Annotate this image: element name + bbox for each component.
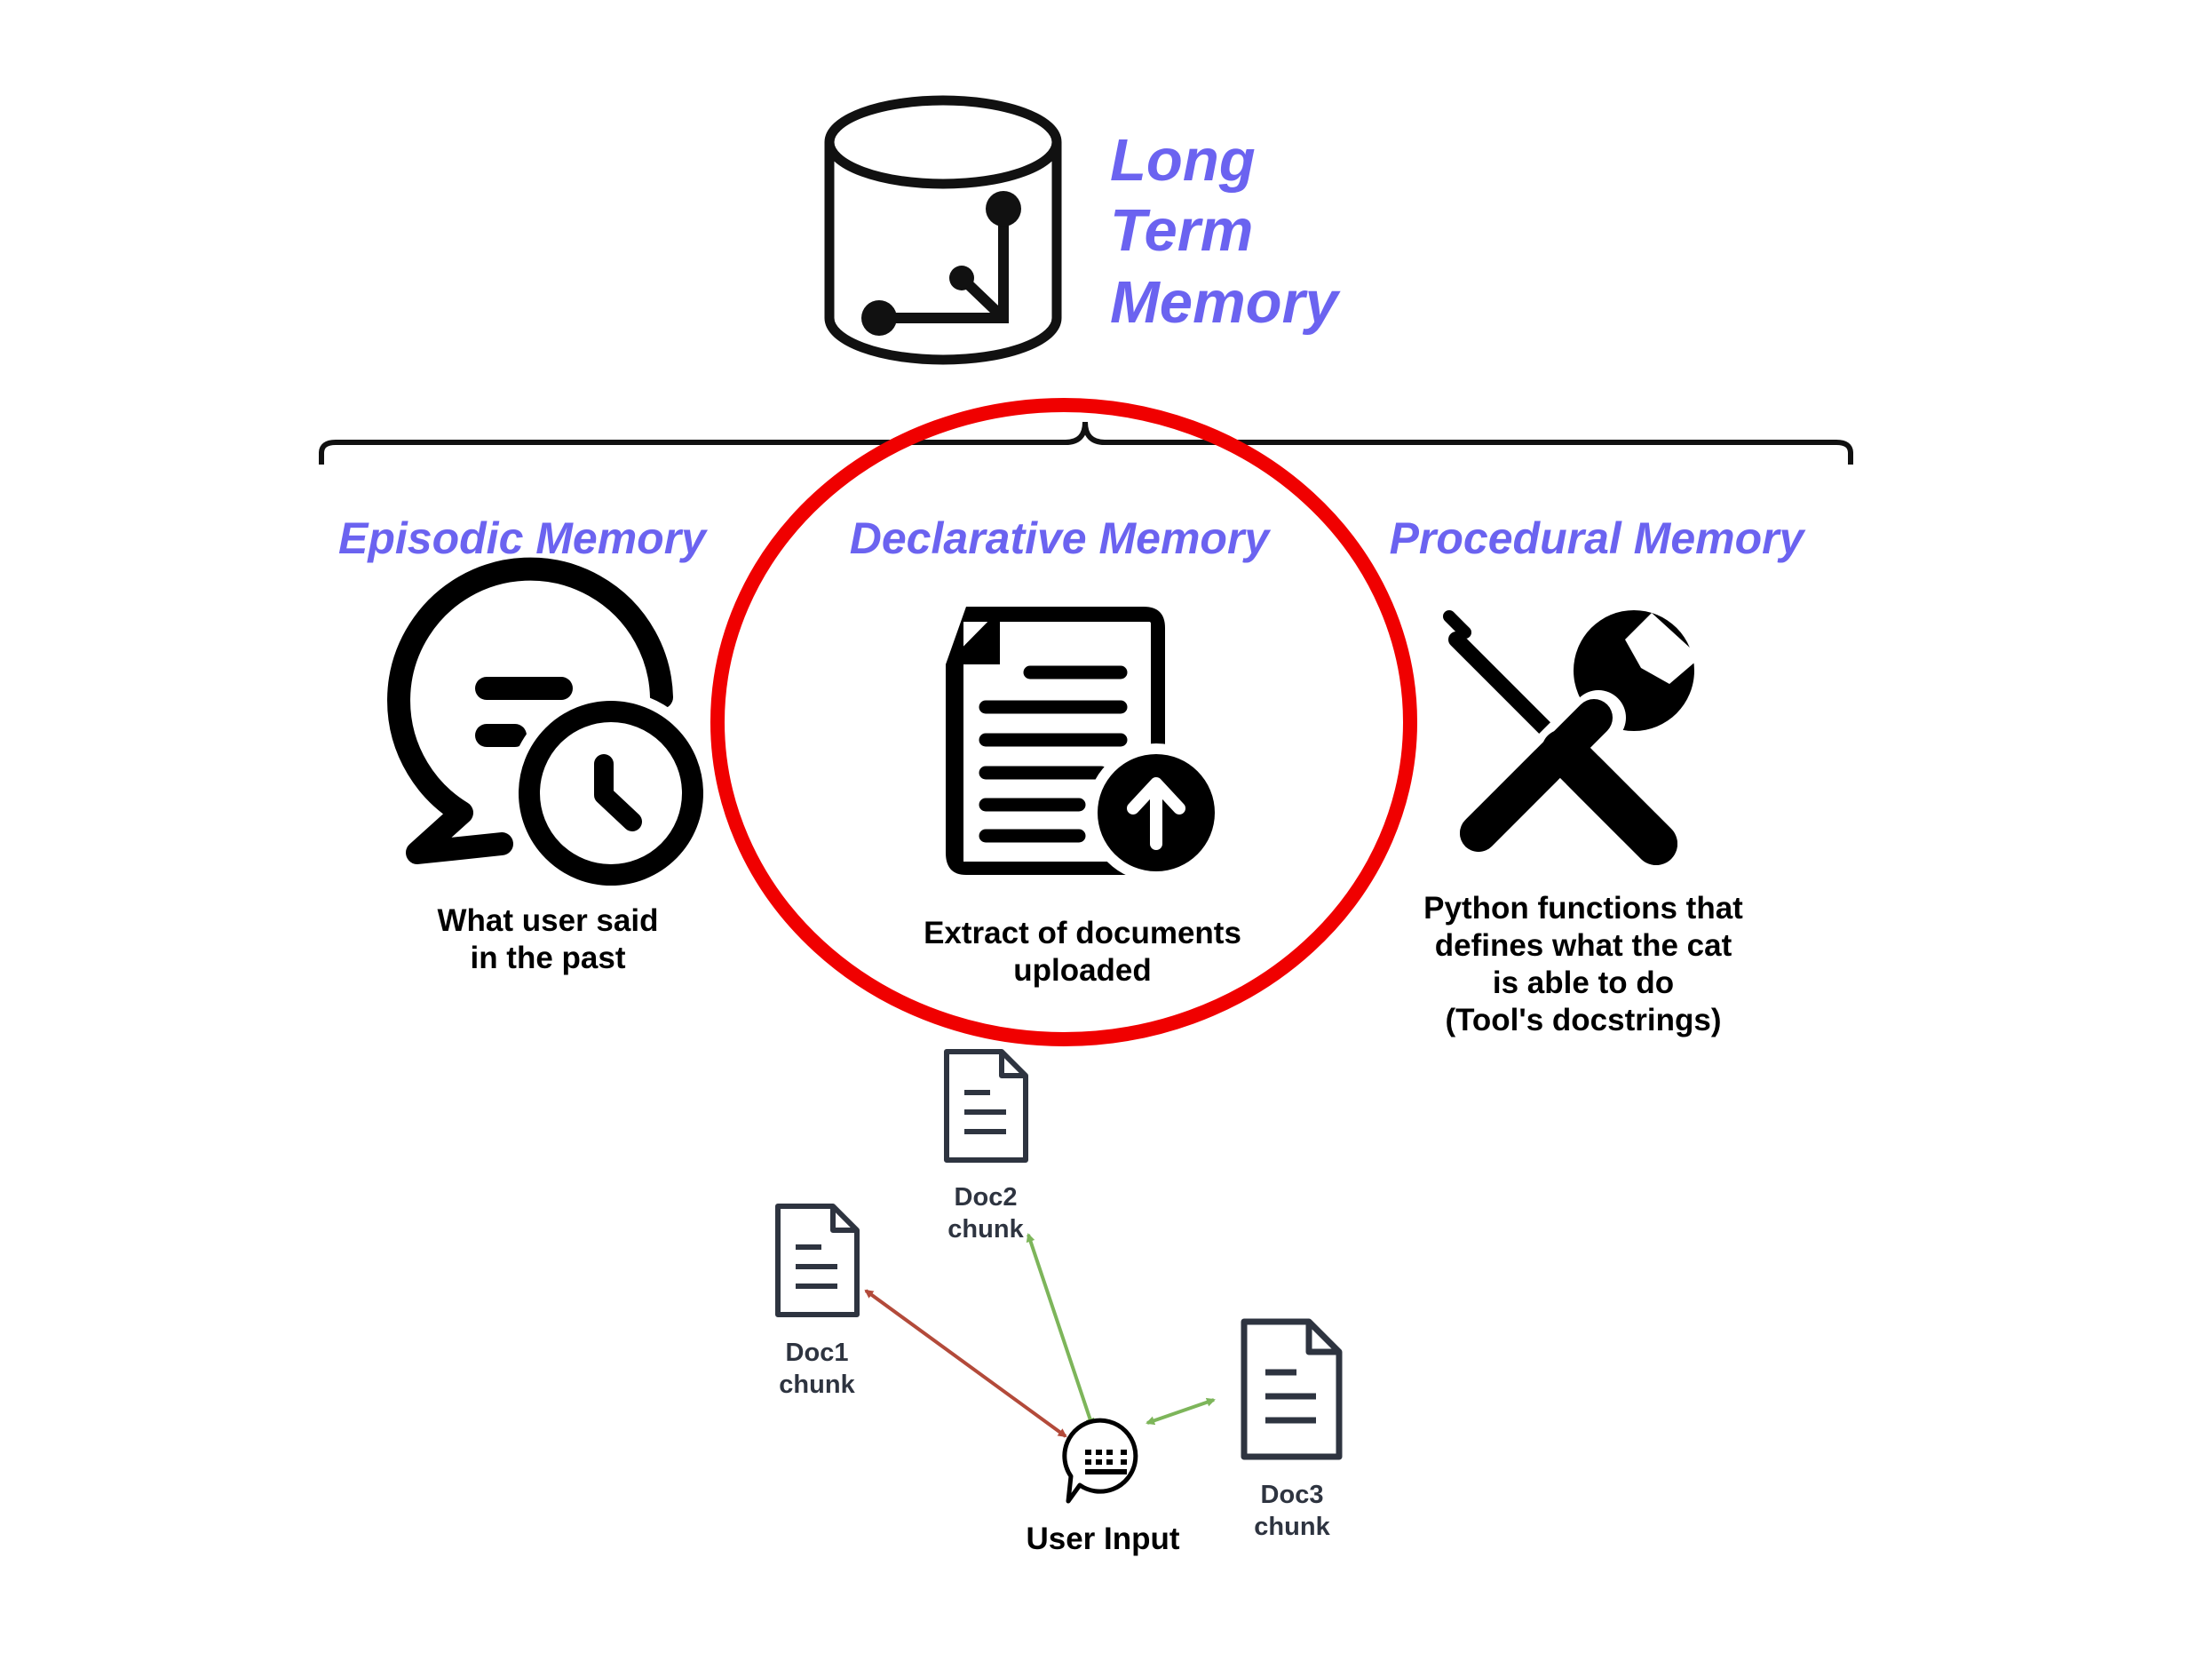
procedural-description-line-4: (Tool's docstrings) — [1445, 1003, 1721, 1037]
title-line-3: Memory — [1110, 269, 1342, 336]
episodic-heading: Episodic Memory — [338, 513, 708, 563]
declarative-description-line-1: Extract of documents — [924, 916, 1241, 950]
doc2-label-line-2: chunk — [947, 1215, 1024, 1244]
doc3-label-line-1: Doc3 — [1261, 1481, 1324, 1509]
document-upload-icon — [946, 607, 1225, 882]
doc3-label-line-2: chunk — [1254, 1513, 1330, 1541]
doc3-similarity-arrow — [1146, 1397, 1216, 1426]
curly-brace — [319, 421, 1853, 465]
doc2-label-line-1: Doc2 — [955, 1183, 1018, 1212]
declarative-heading: Declarative Memory — [850, 513, 1272, 563]
chat-clock-icon — [387, 557, 714, 896]
doc1-label-line-2: chunk — [779, 1371, 855, 1399]
doc3-file-icon — [1241, 1318, 1343, 1460]
doc1-label-line-1: Doc1 — [786, 1339, 849, 1367]
database-graph-icon — [824, 95, 1062, 365]
procedural-description-line-1: Python functions that — [1423, 891, 1743, 926]
episodic-description-line-2: in the past — [470, 941, 625, 975]
doc1-file-icon — [775, 1204, 860, 1317]
title-line-2: Term — [1110, 197, 1253, 264]
doc1-similarity-arrow — [864, 1289, 1067, 1438]
episodic-description-line-1: What user said — [438, 903, 659, 938]
procedural-heading: Procedural Memory — [1390, 513, 1806, 563]
doc2-file-icon — [944, 1049, 1028, 1163]
declarative-description-line-2: uploaded — [1013, 953, 1152, 988]
chat-keyboard-icon — [1062, 1418, 1138, 1504]
doc2-similarity-arrow — [1026, 1233, 1095, 1427]
user-input-label: User Input — [1026, 1522, 1179, 1556]
declarative-highlight-circle — [710, 398, 1417, 1046]
procedural-description-line-3: is able to do — [1493, 966, 1674, 1000]
procedural-description-line-2: defines what the cat — [1435, 928, 1732, 963]
title-line-1: Long — [1110, 127, 1256, 194]
tools-icon — [1443, 608, 1716, 865]
